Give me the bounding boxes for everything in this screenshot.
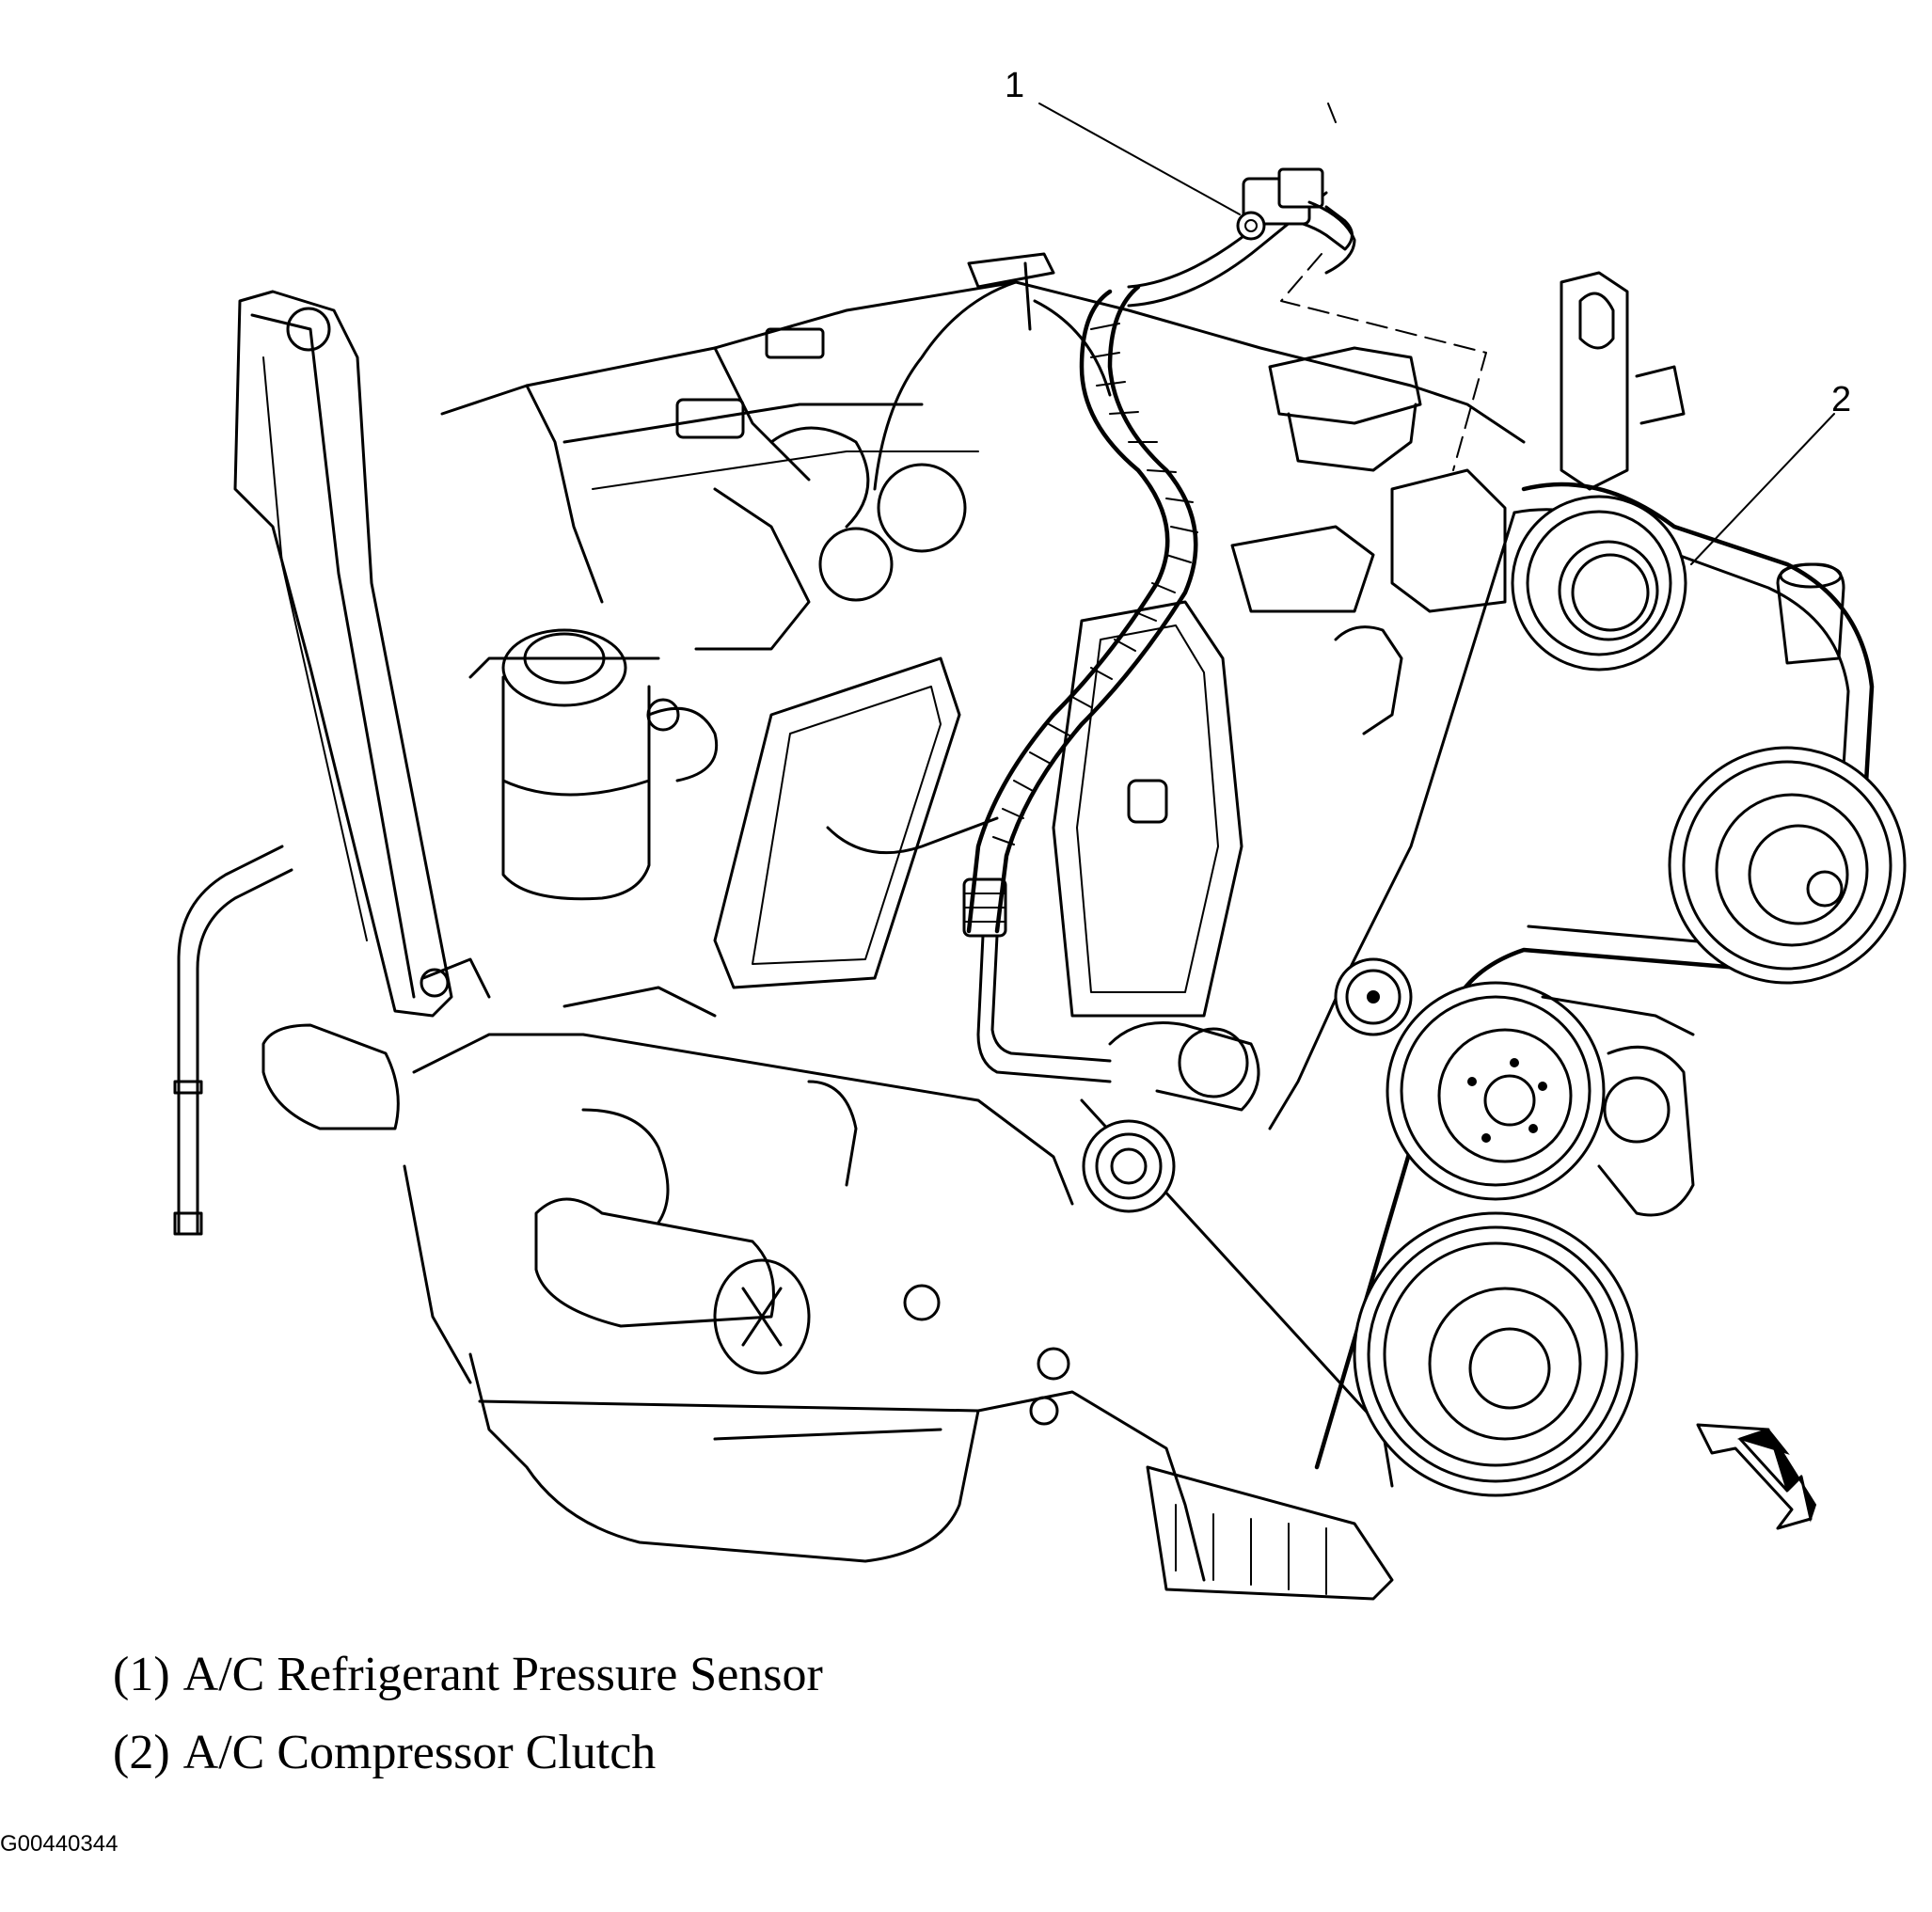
legend-item-1: (1)A/C Refrigerant Pressure Sensor	[113, 1651, 823, 1699]
legend-item-2-text: A/C Compressor Clutch	[182, 1726, 657, 1779]
throttle-and-egr-assembly	[468, 426, 999, 901]
callout-2-number: 2	[1831, 380, 1852, 419]
legend-item-1-text: A/C Refrigerant Pressure Sensor	[182, 1648, 823, 1701]
upper-right-components	[1230, 271, 1686, 735]
intake-manifold	[440, 252, 1526, 604]
lower-block-and-oil-pan	[261, 957, 1394, 1601]
callout-1-number: 1	[1005, 66, 1025, 105]
dipstick-tube	[173, 845, 293, 1236]
left-lift-bracket	[233, 290, 453, 1018]
front-direction-arrow-icon	[1696, 1423, 1817, 1530]
ac-compressor-clutch	[1511, 495, 1687, 672]
legend-item-2-number: (2)	[113, 1726, 170, 1779]
figure-id: G00440344	[0, 1831, 119, 1857]
wiring-harness	[962, 284, 1198, 1083]
legend-item-2: (2)A/C Compressor Clutch	[113, 1729, 656, 1778]
engine-cover	[713, 600, 1243, 1018]
accessory-belt-drive	[1080, 482, 1907, 1497]
ac-refrigerant-pressure-sensor	[1127, 103, 1487, 471]
legend-item-1-number: (1)	[113, 1648, 170, 1701]
callout-1-leader	[1038, 103, 1241, 215]
callout-2-leader	[1690, 413, 1835, 565]
